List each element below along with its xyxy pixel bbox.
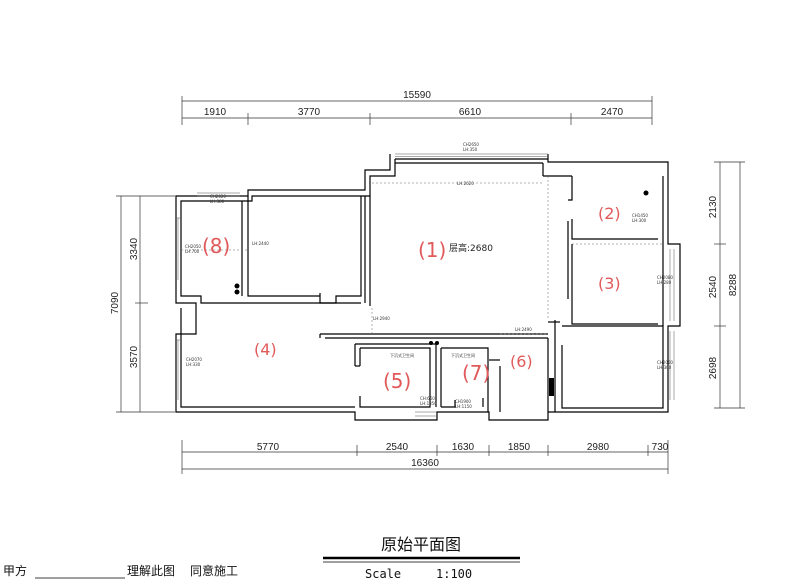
dim-left-total: 7090 [110, 291, 121, 314]
svg-text:下沉式卫生间: 下沉式卫生间 [390, 352, 414, 358]
dim-left-1: 3340 [129, 237, 140, 260]
dim-right-3: 2698 [708, 356, 719, 379]
dim-bottom-1: 5770 [257, 442, 280, 453]
room-label-2: (2) [598, 204, 621, 223]
bottom-dimension-lines [181, 440, 669, 474]
pipe-icon [429, 341, 433, 345]
beam-lines [181, 176, 663, 335]
svg-text:LH:330: LH:330 [186, 362, 201, 367]
svg-text:LH:1150: LH:1150 [455, 404, 472, 409]
svg-text:LH:280: LH:280 [657, 280, 672, 285]
svg-text:下沉式卫生间: 下沉式卫生间 [451, 352, 475, 358]
party-a-label: 甲方 [3, 563, 27, 578]
dim-left-2: 3570 [129, 345, 140, 368]
room-label-4: (4) [254, 340, 277, 359]
dim-right-1: 2130 [708, 195, 719, 218]
pipe-icons [234, 190, 649, 396]
svg-text:CH1450: CH1450 [632, 213, 648, 218]
room-label-8: (8) [202, 234, 230, 258]
tiny-annotations: CH2650 LH:350 LH:2620 CH2020 LH:380 CH20… [185, 142, 673, 409]
pipe-icon [435, 341, 439, 345]
drawing-title: 原始平面图 [381, 535, 461, 554]
left-dimension-lines [116, 195, 175, 413]
svg-text:LH:2490: LH:2490 [515, 327, 532, 332]
pipe-icon [234, 283, 240, 289]
svg-text:CH2020: CH2020 [210, 194, 226, 199]
dim-top-2: 3770 [298, 107, 321, 118]
dim-bottom-total: 16360 [411, 458, 439, 469]
svg-text:LH:1850: LH:1850 [420, 401, 437, 406]
dim-top-total: 15590 [403, 90, 431, 101]
dim-bottom-5: 2980 [587, 442, 610, 453]
svg-text:CH2050: CH2050 [185, 244, 201, 249]
dim-top-1: 1910 [204, 107, 227, 118]
svg-text:LH:380: LH:380 [210, 199, 225, 204]
dim-bottom-3: 1630 [452, 442, 475, 453]
room-label-6: (6) [510, 352, 533, 371]
room-label-7: (7) [462, 361, 490, 385]
room-label-1: (1) [418, 238, 446, 262]
dim-bottom-4: 1850 [508, 442, 531, 453]
dim-right-total: 8288 [728, 273, 739, 296]
ceiling-height-label: 层高:2680 [449, 242, 493, 254]
dim-top-4: 2470 [601, 107, 624, 118]
windows [176, 153, 675, 417]
scale-label: Scale [365, 567, 401, 581]
svg-text:LH:700: LH:700 [185, 249, 200, 254]
pipe-icon [643, 190, 649, 196]
dim-top-3: 6610 [459, 107, 482, 118]
right-dimension-lines [714, 161, 745, 409]
room-label-3: (3) [598, 274, 621, 293]
svg-text:LH:2940: LH:2940 [373, 316, 390, 321]
svg-text:CH1900: CH1900 [455, 399, 471, 404]
svg-text:LH:2620: LH:2620 [457, 181, 474, 186]
svg-text:LH:350: LH:350 [463, 147, 478, 152]
svg-text:LH:300: LH:300 [632, 218, 647, 223]
agree-label: 同意施工 [190, 563, 238, 578]
walls [175, 154, 681, 421]
svg-text:CH2080: CH2080 [657, 275, 673, 280]
svg-text:CH2060: CH2060 [657, 360, 673, 365]
svg-text:CH:660: CH:660 [420, 396, 435, 401]
dim-right-2: 2540 [708, 275, 719, 298]
top-dimension-lines [181, 96, 653, 125]
dim-bottom-6: 730 [652, 442, 669, 453]
flue-icon [549, 378, 554, 396]
pipe-icon [234, 289, 240, 295]
scale-value: 1:100 [436, 567, 472, 581]
svg-text:LH:300: LH:300 [657, 365, 672, 370]
svg-text:CH2070: CH2070 [186, 357, 202, 362]
svg-text:CH2650: CH2650 [463, 142, 479, 147]
dim-bottom-2: 2540 [386, 442, 409, 453]
svg-text:LH:2440: LH:2440 [252, 241, 269, 246]
understand-label: 理解此图 [127, 564, 175, 578]
room-label-5: (5) [383, 369, 411, 393]
